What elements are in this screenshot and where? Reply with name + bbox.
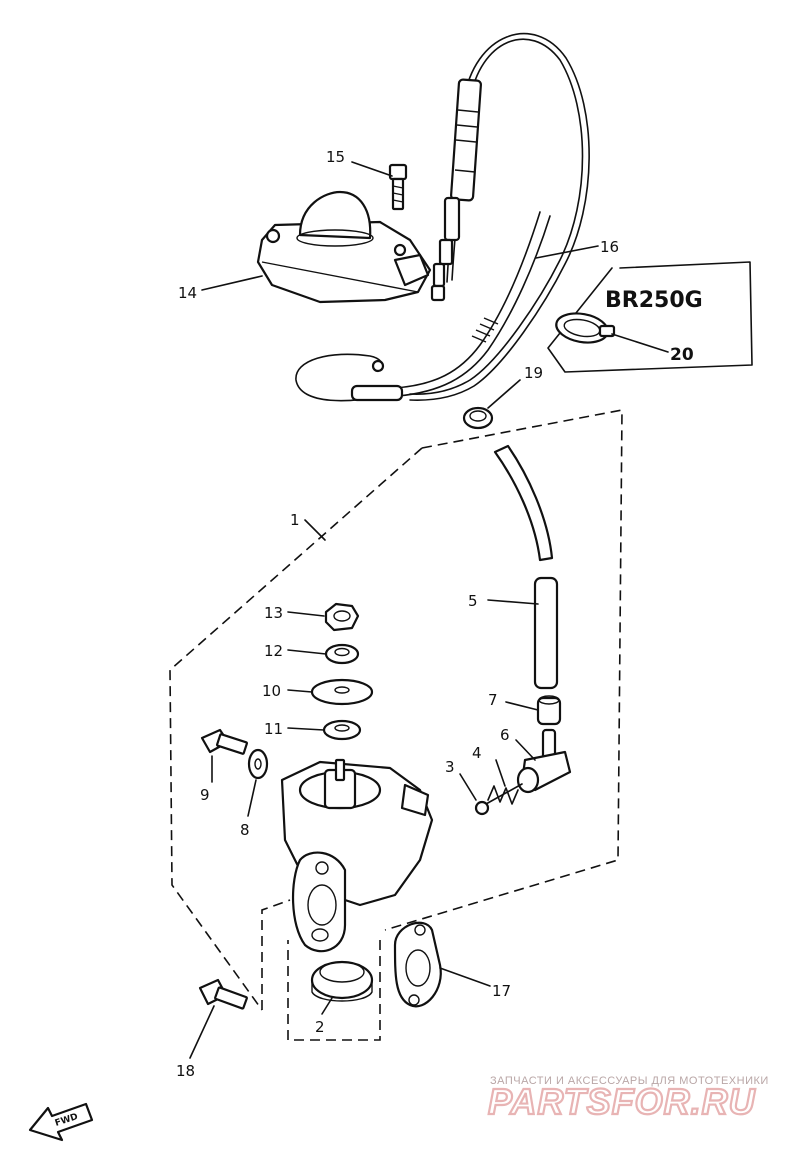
pump-body	[280, 758, 434, 953]
callout-17: 17	[492, 982, 511, 1000]
callout-11: 11	[264, 720, 283, 738]
cable-assembly	[295, 32, 590, 402]
callout-6: 6	[500, 726, 510, 744]
variant-label: BR250G	[605, 288, 703, 313]
callout-13: 13	[264, 604, 283, 622]
watermark-brand: PARTSFOR.RU	[488, 1081, 756, 1122]
watermark: ЗАПЧАСТИ И АКСЕССУАРЫ ДЛЯ МОТОТЕХНИКИ PA…	[487, 1075, 769, 1123]
callout-18: 18	[176, 1062, 195, 1080]
callout-14: 14	[178, 284, 197, 302]
callout-3: 3	[445, 758, 455, 776]
washer-11	[322, 719, 362, 741]
callout-9: 9	[200, 786, 210, 804]
leader-lines	[189, 161, 669, 1059]
bolt-18	[198, 978, 248, 1010]
gasket-17	[393, 921, 442, 1008]
bolt-15	[388, 163, 408, 211]
callout-15: 15	[326, 148, 345, 166]
washer-10	[310, 678, 374, 706]
cap-19	[462, 406, 494, 430]
fitting-7	[536, 695, 562, 726]
hose-5	[493, 444, 559, 690]
callout-12: 12	[264, 642, 283, 660]
watermark-tagline: ЗАПЧАСТИ И АКСЕССУАРЫ ДЛЯ МОТОТЕХНИКИ	[490, 1075, 769, 1087]
callout-19: 19	[524, 364, 543, 382]
callout-16: 16	[600, 238, 619, 256]
callout-2: 2	[315, 1018, 325, 1036]
washer-8	[247, 748, 269, 780]
callout-10: 10	[262, 682, 281, 700]
callout-8: 8	[240, 821, 250, 839]
callout-1: 1	[290, 511, 300, 529]
variant-inset-box: BR250G	[547, 261, 753, 373]
elbow-6	[516, 728, 572, 794]
cover-housing	[256, 190, 432, 304]
front-arrow-icon: FWD	[28, 1102, 94, 1142]
callout-numbers: 1 2 3 4 5 6 7 8 9 10 11 12 13 14 15 16 1…	[176, 148, 694, 1080]
callout-7: 7	[488, 691, 498, 709]
spring-4	[485, 783, 523, 805]
washer-12	[324, 643, 360, 665]
bolt-9	[200, 728, 249, 755]
callout-5: 5	[468, 592, 478, 610]
ball-3	[474, 800, 490, 816]
nut-13	[324, 602, 360, 632]
callout-20: 20	[670, 345, 694, 365]
callout-4: 4	[472, 744, 482, 762]
seal-2	[310, 960, 374, 1002]
assembly-outline	[169, 409, 623, 1041]
